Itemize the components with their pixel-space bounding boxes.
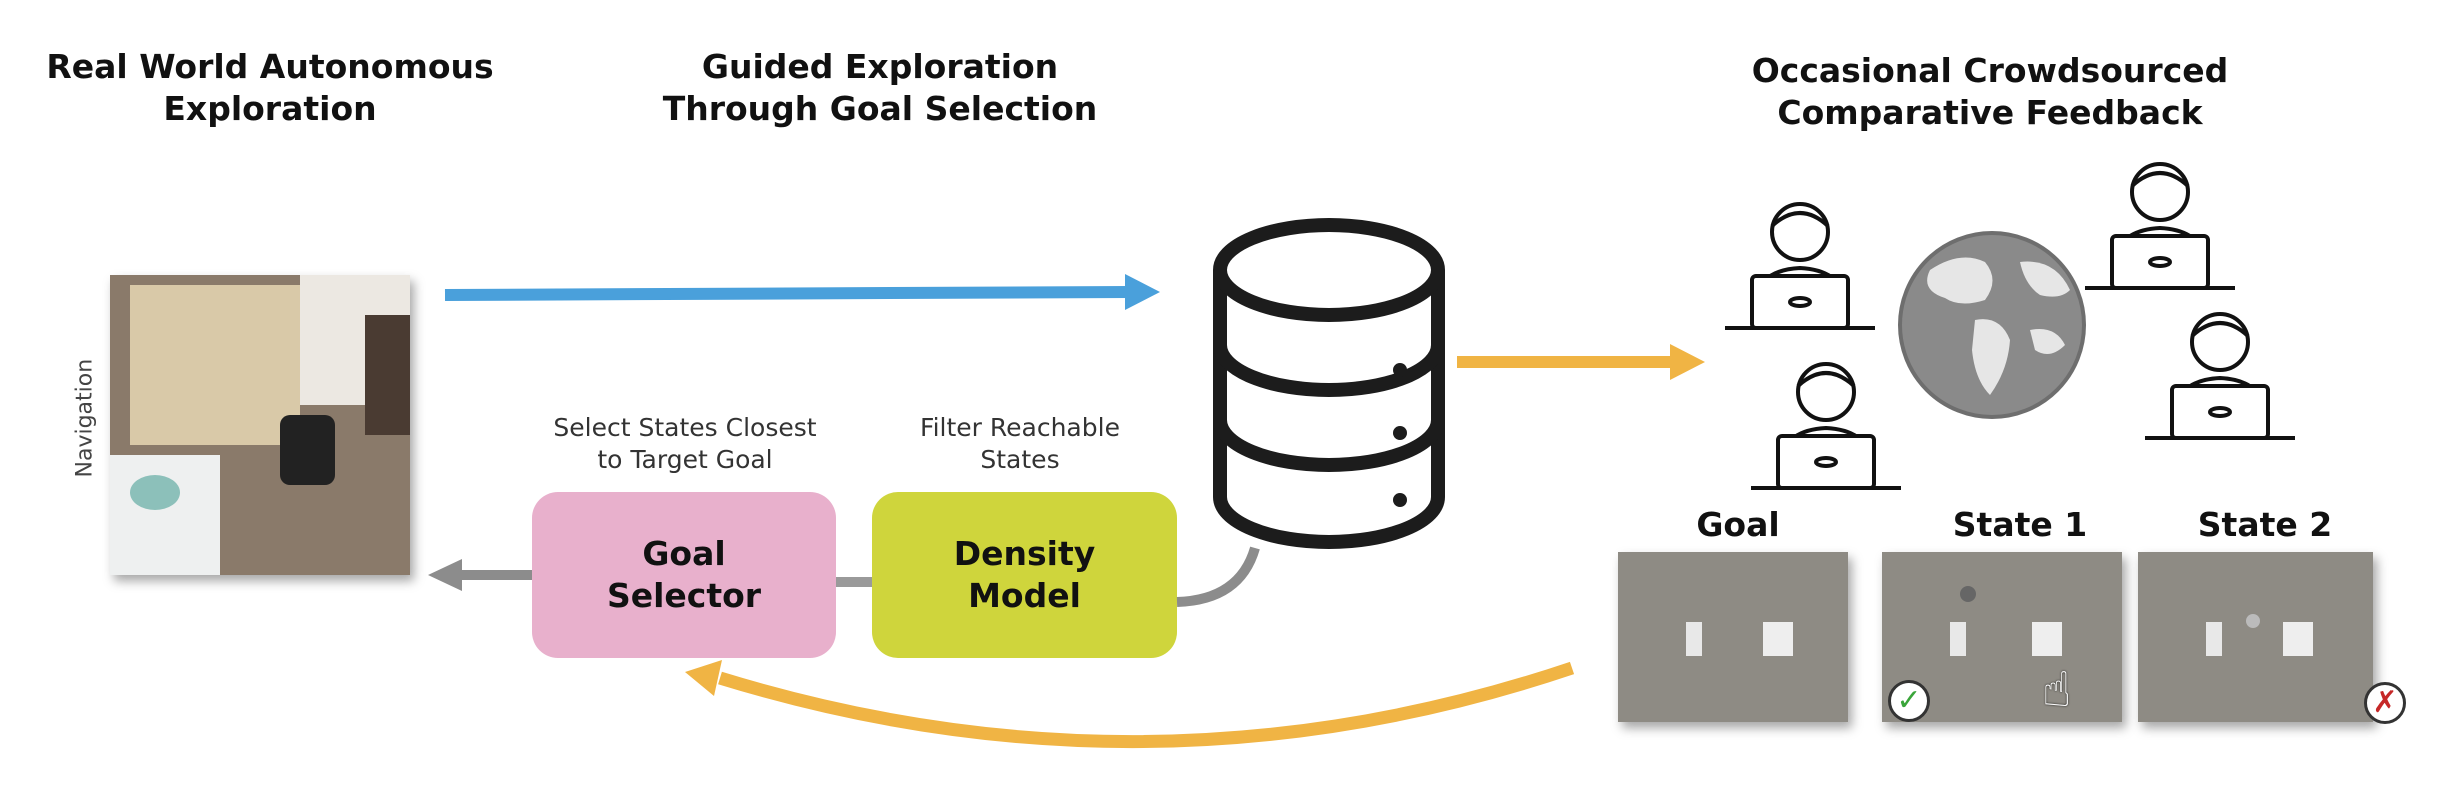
goal-selector-box: Goal Selector — [532, 492, 836, 658]
goal-image — [1618, 552, 1848, 722]
blue-arrow — [444, 274, 1160, 310]
cross-icon[interactable]: ✗ — [2364, 682, 2406, 724]
density-model-box: Density Model — [872, 492, 1177, 658]
shelf — [365, 315, 410, 435]
state-1-image: ✓ ☝ — [1882, 552, 2122, 722]
table — [110, 455, 220, 575]
block — [2032, 622, 2062, 656]
block — [2283, 622, 2313, 656]
block — [1950, 622, 1966, 656]
robot-photo — [110, 275, 410, 575]
heading-guided: Guided Exploration Through Goal Selectio… — [662, 47, 1098, 128]
person-laptop-icon — [2085, 162, 2235, 290]
robot — [280, 415, 335, 485]
gray-arrow-left — [428, 559, 532, 591]
person-laptop-icon — [2145, 312, 2295, 440]
checkmark-icon[interactable]: ✓ — [1888, 680, 1930, 722]
globe-icon — [1898, 231, 2086, 419]
database-icon — [1213, 218, 1445, 549]
object — [1960, 586, 1976, 602]
label-state-2: State 2 — [2197, 505, 2333, 544]
kitchen-toy — [130, 285, 300, 445]
caption-density: Filter Reachable States — [920, 413, 1120, 474]
density-db-connector — [1176, 546, 1260, 607]
block — [1763, 622, 1793, 656]
hand-pointer-icon: ☝ — [2042, 662, 2072, 718]
orange-arrow-right — [1457, 344, 1705, 380]
block — [1686, 622, 1702, 656]
label-goal: Goal — [1696, 505, 1780, 544]
orange-arrow-curved — [685, 660, 1575, 749]
block — [2206, 622, 2222, 656]
heading-feedback: Occasional Crowdsourced Comparative Feed… — [1751, 51, 2229, 132]
state-2-image: ✗ — [2138, 552, 2406, 724]
person-laptop-icon — [1751, 362, 1901, 490]
label-state-1: State 1 — [1952, 505, 2088, 544]
green-bowl — [130, 475, 180, 510]
caption-goal-selector: Select States Closest to Target Goal — [553, 413, 817, 474]
person-laptop-icon — [1725, 202, 1875, 330]
object — [2246, 614, 2260, 628]
heading-exploration: Real World Autonomous Exploration — [46, 47, 494, 128]
